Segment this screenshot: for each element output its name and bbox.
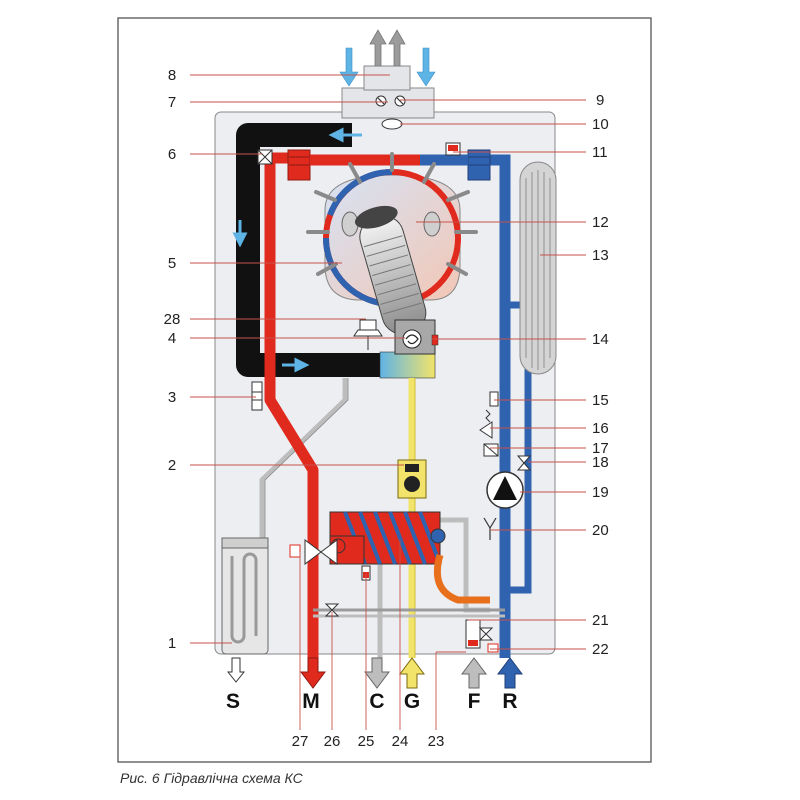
connection-m-arrow <box>300 657 326 689</box>
connection-s-arrow <box>226 657 246 683</box>
callouts-right: 9 10 11 12 13 14 15 16 17 18 19 20 21 22 <box>592 92 609 658</box>
callouts-left: 8 7 6 5 28 4 3 2 1 <box>164 67 181 652</box>
callout-number: 23 <box>428 733 445 750</box>
dhw-outlet-pipe <box>433 554 490 604</box>
callout-number: 15 <box>592 392 609 409</box>
connection-label: G <box>404 690 420 713</box>
callout-number: 27 <box>292 733 309 750</box>
air-vent-icon <box>516 455 532 471</box>
callout-number: 19 <box>592 484 609 501</box>
filling-tap-icon <box>324 603 340 617</box>
figure-caption: Рис. 6 Гідравлічна схема КС <box>120 770 303 786</box>
callout-number: 2 <box>168 457 176 474</box>
heat-exchanger-fins <box>306 152 478 276</box>
callout-number: 4 <box>168 330 176 347</box>
burner <box>354 205 427 335</box>
callout-number: 24 <box>392 733 409 750</box>
connection-labels: S M C G F R <box>226 690 518 713</box>
connection-label: S <box>226 690 240 713</box>
callout-number: 17 <box>592 440 609 457</box>
intake-arrows <box>339 47 436 87</box>
callout-number: 10 <box>592 116 609 133</box>
fan-housing <box>379 351 436 379</box>
connection-f-arrow <box>461 657 487 689</box>
gas-regulator-icon <box>353 319 383 350</box>
callout-number: 8 <box>168 67 176 84</box>
callout-number: 3 <box>168 389 176 406</box>
domestic-cylinder <box>221 537 269 655</box>
overheat-thermostat-icon <box>251 381 263 411</box>
connection-label: F <box>468 690 481 713</box>
flue-outlet <box>363 65 411 91</box>
exhaust-arrows <box>369 29 406 67</box>
connection-label: M <box>302 690 320 713</box>
leader-lines <box>190 74 586 730</box>
spark-generator-icon <box>402 329 422 349</box>
flow-pipe <box>264 152 319 658</box>
connection-label: R <box>502 690 517 713</box>
callout-number: 28 <box>164 311 181 328</box>
connection-g-arrow <box>399 657 425 689</box>
safety-valve-15 <box>489 391 499 407</box>
callout-number: 14 <box>592 331 609 348</box>
callout-number: 1 <box>168 635 176 652</box>
callout-number: 9 <box>596 92 604 109</box>
callout-number: 22 <box>592 641 609 658</box>
expansion-vessel <box>519 161 557 375</box>
flow-switch-icon <box>465 619 499 653</box>
callout-number: 7 <box>168 94 176 111</box>
callout-number: 25 <box>358 733 375 750</box>
callout-number: 21 <box>592 612 609 629</box>
connection-r-arrow <box>497 657 523 689</box>
callout-number: 18 <box>592 454 609 471</box>
flow-sensor-icon <box>257 149 273 165</box>
callout-number: 12 <box>592 214 609 231</box>
callout-number: 11 <box>592 144 608 161</box>
callout-number: 26 <box>324 733 341 750</box>
connection-arrows <box>226 657 523 689</box>
callout-number: 16 <box>592 420 609 437</box>
callout-number: 13 <box>592 247 609 264</box>
gas-valve-coil-icon <box>404 476 420 492</box>
callout-number: 20 <box>592 522 609 539</box>
fan-sensor-icon <box>381 118 403 130</box>
safety-valve-icon <box>479 409 493 439</box>
three-way-valve-icon <box>289 539 338 565</box>
callout-number: 5 <box>168 255 176 272</box>
outer-frame <box>117 17 652 763</box>
flue-collar <box>341 87 435 119</box>
plate-heat-exchanger <box>329 511 446 565</box>
flue-duct <box>236 123 380 377</box>
connection-label: C <box>369 690 384 713</box>
callouts-bottom: 27 26 25 24 23 <box>292 733 445 750</box>
connection-c-arrow <box>364 657 390 689</box>
callout-number: 6 <box>168 146 176 163</box>
